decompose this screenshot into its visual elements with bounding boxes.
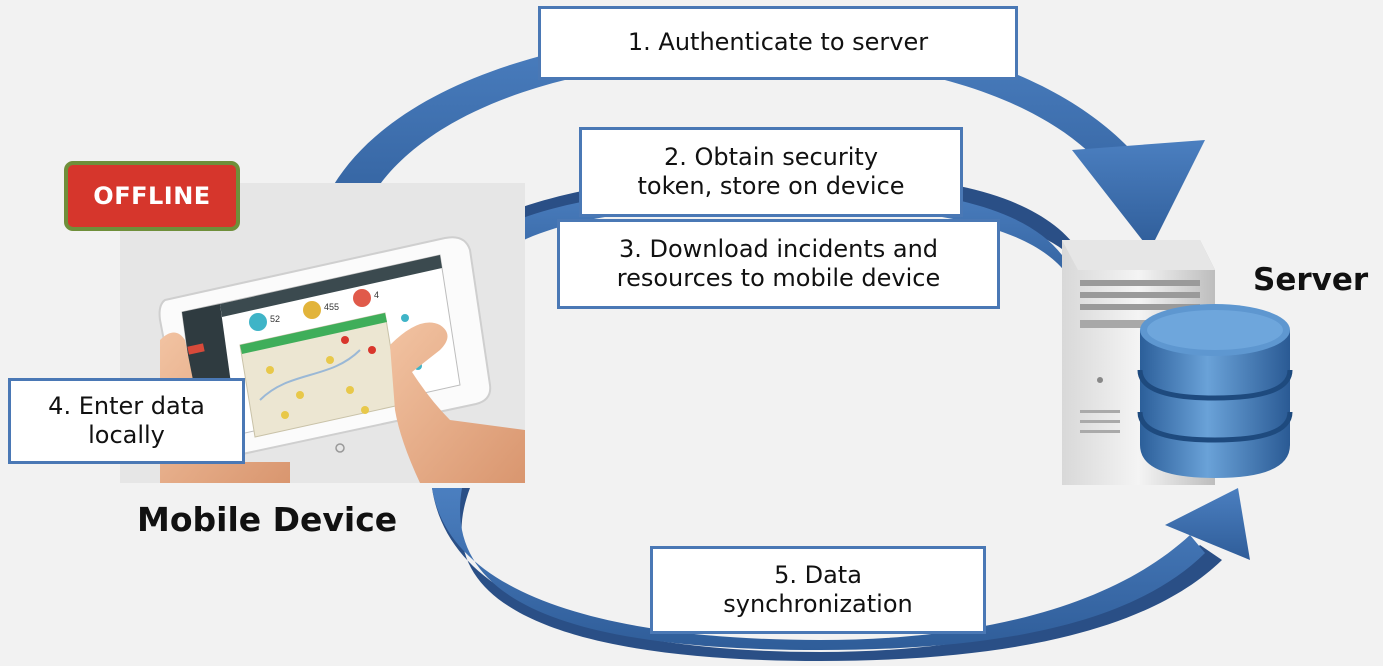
- step-1-box: 1. Authenticate to server: [538, 6, 1018, 80]
- stat-value-1: 52: [270, 314, 280, 324]
- step-5-box: 5. Data synchronization: [650, 546, 986, 634]
- arrow-sync: [432, 488, 1250, 661]
- step-4-label: 4. Enter data locally: [48, 391, 205, 449]
- stat-value-3: 4: [374, 290, 379, 300]
- stat-circle-icon: [303, 301, 321, 319]
- step-3-label: 3. Download incidents and resources to m…: [616, 234, 941, 292]
- step-2-box: 2. Obtain security token, store on devic…: [579, 127, 963, 217]
- server-label: Server: [1253, 262, 1369, 298]
- arrow-authenticate: [310, 30, 1205, 250]
- mobile-device-label: Mobile Device: [137, 500, 398, 539]
- step-5-label: 5. Data synchronization: [723, 560, 913, 618]
- stat-value-2: 455: [324, 302, 339, 312]
- stat-circle-icon: [353, 289, 371, 307]
- database-icon: [1137, 304, 1293, 478]
- step-3-box: 3. Download incidents and resources to m…: [557, 219, 1000, 309]
- step-4-box: 4. Enter data locally: [8, 378, 245, 464]
- step-1-label: 1. Authenticate to server: [627, 28, 929, 57]
- step-2-label: 2. Obtain security token, store on devic…: [637, 142, 905, 200]
- offline-status-badge: OFFLINE: [64, 161, 240, 231]
- stat-circle-icon: [249, 313, 267, 331]
